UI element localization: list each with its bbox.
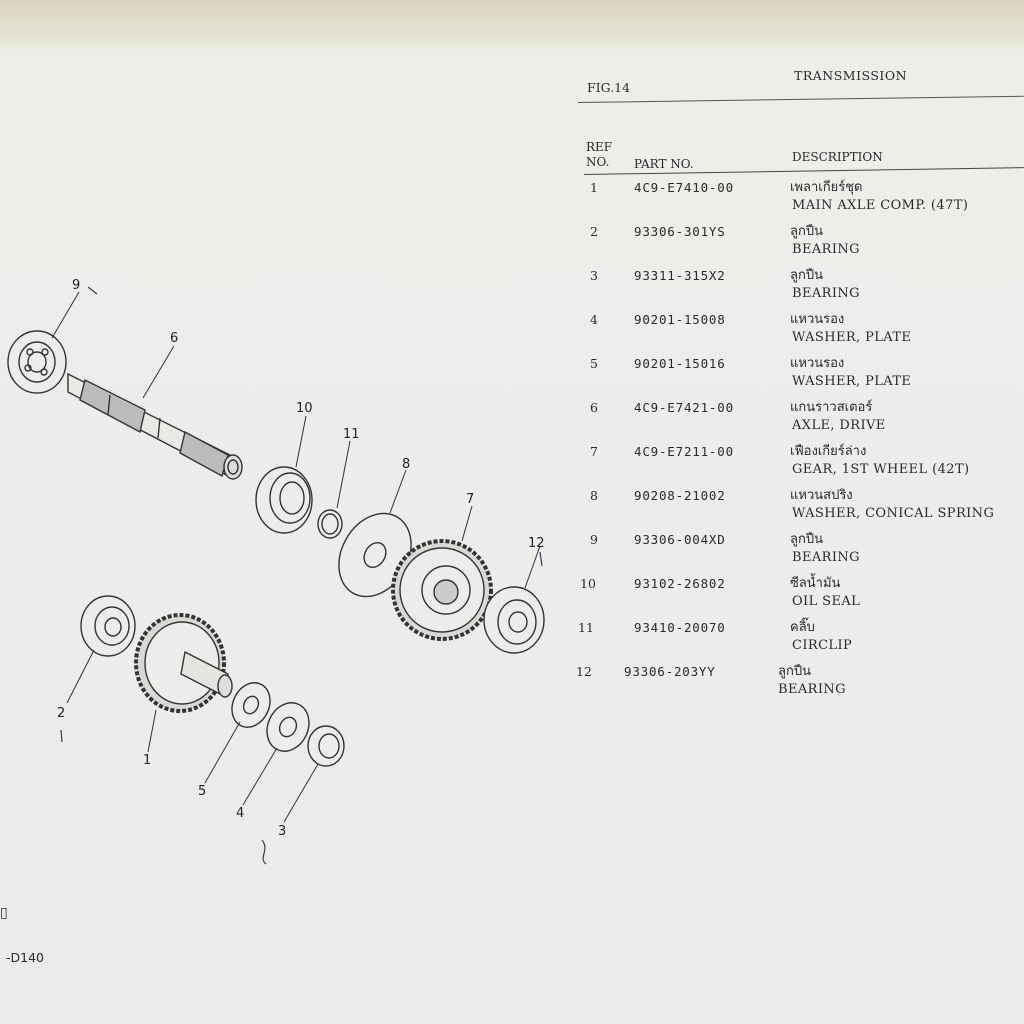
row-desc-thai: แหวนรอง xyxy=(790,312,845,327)
part-1-main-axle-gear xyxy=(134,613,233,713)
row-part-no: 90201-15008 xyxy=(634,312,726,327)
row-desc-thai: แหวนสปริง xyxy=(790,488,853,503)
callout-12: 12 xyxy=(528,536,545,551)
row-desc-thai: แกนราวสเตอร์ xyxy=(790,400,873,415)
row-desc-english: WASHER, PLATE xyxy=(792,374,912,389)
table-row: 6 4C9-E7421-00 แกนราวสเตอร์ AXLE, DRIVE xyxy=(0,400,1024,444)
row-desc-english: OIL SEAL xyxy=(792,594,861,609)
part-9-bearing xyxy=(7,330,67,394)
row-desc-english: WASHER, CONICAL SPRING xyxy=(792,506,995,521)
row-ref: 12 xyxy=(576,664,592,679)
table-row: 7 4C9-E7211-00 เฟืองเกียร์ล่าง GEAR, 1ST… xyxy=(0,444,1024,488)
row-ref: 8 xyxy=(590,488,598,503)
part-10-oil-seal xyxy=(255,466,313,534)
row-desc-english: BEARING xyxy=(792,550,860,565)
row-ref: 6 xyxy=(590,400,598,415)
row-desc-english: BEARING xyxy=(778,682,846,697)
row-part-no: 4C9-E7410-00 xyxy=(634,180,734,195)
column-header-description: DESCRIPTION xyxy=(792,150,883,164)
row-desc-thai: คลิ๊บ xyxy=(790,620,815,635)
row-ref: 4 xyxy=(590,312,598,327)
row-ref: 2 xyxy=(590,224,598,239)
part-5-washer xyxy=(231,682,271,728)
row-desc-english: BEARING xyxy=(792,242,860,257)
callout-8: 8 xyxy=(402,457,410,472)
row-part-no: 90201-15016 xyxy=(634,356,726,371)
table-row: 2 93306-301YS ลูกปืน BEARING xyxy=(0,224,1024,268)
row-desc-english: BEARING xyxy=(792,286,860,301)
column-header-ref: REF NO. xyxy=(586,140,612,170)
part-2-bearing xyxy=(80,595,136,657)
callout-7: 7 xyxy=(466,492,474,507)
row-ref: 9 xyxy=(590,532,598,547)
callout-11: 11 xyxy=(343,427,360,442)
callout-4: 4 xyxy=(236,806,244,821)
table-row: 9 93306-004XD ลูกปืน BEARING xyxy=(0,532,1024,576)
row-ref: 11 xyxy=(578,620,594,635)
part-8-washer xyxy=(338,512,412,598)
row-desc-thai: ลูกปืน xyxy=(790,268,823,283)
row-ref: 1 xyxy=(590,180,598,195)
table-row: 11 93410-20070 คลิ๊บ CIRCLIP xyxy=(0,620,1024,664)
column-header-ref-line1: REF xyxy=(586,140,613,154)
callout-6: 6 xyxy=(170,331,178,346)
part-4-washer xyxy=(266,702,310,752)
part-6-axle xyxy=(67,372,243,480)
row-desc-thai: ลูกปืน xyxy=(790,532,823,547)
paper-top-edge xyxy=(0,0,1024,48)
row-desc-english: WASHER, PLATE xyxy=(792,330,912,345)
row-desc-thai: เพลาเกียร์ชุด xyxy=(790,180,863,195)
row-part-no: 93410-20070 xyxy=(634,620,726,635)
row-part-no: 4C9-E7421-00 xyxy=(634,400,734,415)
row-desc-thai: แหวนรอง xyxy=(790,356,845,371)
row-ref: 10 xyxy=(580,576,596,591)
part-12-bearing xyxy=(483,586,545,654)
row-part-no: 93306-203YY xyxy=(624,664,716,679)
row-desc-thai: ซีลน้ำมัน xyxy=(790,576,841,591)
part-3-needle-bearing xyxy=(307,725,345,767)
figure-number: FIG.14 xyxy=(587,80,631,95)
row-ref: 5 xyxy=(590,356,598,371)
table-row: 5 90201-15016 แหวนรอง WASHER, PLATE xyxy=(0,356,1024,400)
part-11-circlip xyxy=(317,509,343,539)
row-desc-english: MAIN AXLE COMP. (47T) xyxy=(792,198,969,213)
page-code: -D140 xyxy=(6,950,44,965)
row-part-no: 4C9-E7211-00 xyxy=(634,444,734,459)
callout-3: 3 xyxy=(278,824,286,839)
row-ref: 3 xyxy=(590,268,598,283)
row-desc-english: GEAR, 1ST WHEEL (42T) xyxy=(792,462,970,477)
page-title: TRANSMISSION xyxy=(794,68,908,83)
part-7-gear xyxy=(391,539,493,641)
column-header-part-no: PART NO. xyxy=(634,157,694,171)
page-edge-mark: ▯ xyxy=(0,905,8,921)
row-part-no: 93311-315X2 xyxy=(634,268,726,283)
row-desc-thai: เฟืองเกียร์ล่าง xyxy=(790,444,867,459)
table-row: 4 90201-15008 แหวนรอง WASHER, PLATE xyxy=(0,312,1024,356)
row-part-no: 93306-004XD xyxy=(634,532,726,547)
row-desc-thai: ลูกปืน xyxy=(790,224,823,239)
row-desc-english: CIRCLIP xyxy=(792,638,853,653)
row-desc-english: AXLE, DRIVE xyxy=(792,418,886,433)
callout-10: 10 xyxy=(296,401,313,416)
row-part-no: 90208-21002 xyxy=(634,488,726,503)
row-ref: 7 xyxy=(590,444,598,459)
row-desc-thai: ลูกปืน xyxy=(778,664,811,679)
table-row: 12 93306-203YY ลูกปืน BEARING xyxy=(0,664,1024,708)
callout-9: 9 xyxy=(72,278,80,293)
callout-2: 2 xyxy=(57,706,65,721)
row-part-no: 93306-301YS xyxy=(634,224,726,239)
table-row: 3 93311-315X2 ลูกปืน BEARING xyxy=(0,268,1024,312)
callout-1: 1 xyxy=(143,753,151,768)
column-header-ref-line2: NO. xyxy=(586,155,610,169)
table-row: 8 90208-21002 แหวนสปริง WASHER, CONICAL … xyxy=(0,488,1024,532)
callout-5: 5 xyxy=(198,784,206,799)
table-row: 10 93102-26802 ซีลน้ำมัน OIL SEAL xyxy=(0,576,1024,620)
row-part-no: 93102-26802 xyxy=(634,576,726,591)
table-row: 1 4C9-E7410-00 เพลาเกียร์ชุด MAIN AXLE C… xyxy=(0,180,1024,224)
